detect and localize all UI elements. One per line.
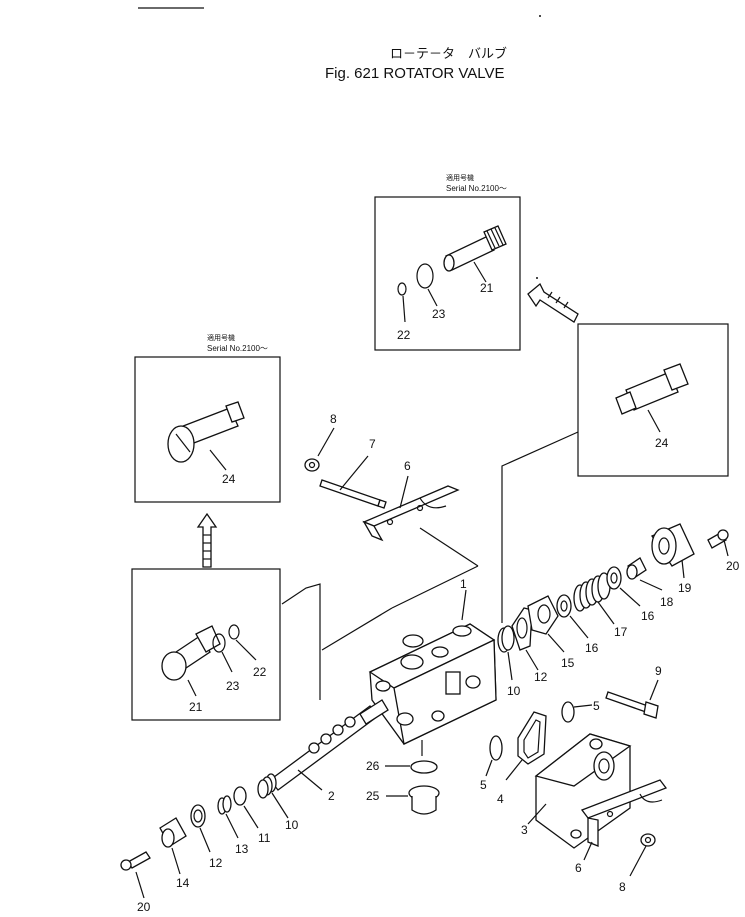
label-20-left: 20 (137, 900, 151, 912)
part-16-washer-upper (606, 566, 641, 607)
part-12-gasket-left (190, 804, 211, 853)
label-9: 9 (655, 664, 662, 678)
label-8-top: 8 (330, 412, 337, 426)
part-16-washer-lower (556, 594, 589, 639)
inset-right-frame (577, 323, 729, 477)
inset-left-upper-frame (134, 356, 281, 503)
label-21-left: 21 (189, 700, 203, 714)
part-23-oring-left (212, 633, 226, 653)
inset-left-lower: 21 23 22 (131, 568, 281, 721)
label-22-left: 22 (253, 665, 267, 679)
part-13-spring (217, 795, 239, 839)
label-1: 1 (460, 577, 467, 591)
label-14: 14 (176, 876, 190, 890)
part-10-left (257, 773, 289, 819)
label-5-right: 5 (593, 699, 600, 713)
inset-left-upper: 適用号機 Serial No.2100～ 24 (134, 333, 281, 503)
arrow-up-left (196, 512, 218, 568)
label-26: 26 (366, 759, 380, 773)
label-22: 22 (397, 328, 411, 342)
inset-right: 24 (577, 323, 729, 477)
label-11: 11 (258, 831, 271, 845)
part-6-plate-bottom (580, 779, 668, 861)
label-8-bottom: 8 (619, 880, 626, 894)
part-5-oring-right (561, 701, 575, 723)
part-1-valve-body (368, 589, 497, 745)
part-5-oring-left (489, 735, 503, 761)
label-17: 17 (614, 625, 628, 639)
label-25: 25 (366, 789, 380, 803)
label-18: 18 (660, 595, 674, 609)
label-12-right: 12 (534, 670, 548, 684)
part-22-oring-left (228, 624, 240, 640)
part-25-plug (408, 785, 440, 815)
inset-top-serial-jp: 適用号機 (446, 173, 474, 182)
part-7-bolt (319, 455, 387, 509)
label-6-top: 6 (404, 459, 411, 473)
part-23-oring (416, 263, 434, 289)
label-16-lower: 16 (585, 641, 599, 655)
part-21-cartridge-left (161, 625, 221, 697)
label-19: 19 (678, 581, 692, 595)
leader-right-inset (501, 431, 579, 623)
leader-left-inset (281, 583, 321, 700)
label-7: 7 (369, 437, 376, 451)
part-9-bolt (605, 679, 659, 719)
label-23-left: 23 (226, 679, 240, 693)
title-jp: ロ－テ－タ バルブ (390, 46, 507, 62)
label-12-left: 12 (209, 856, 223, 870)
part-8-nut-top (304, 427, 335, 472)
inset-left-serial-jp: 適用号機 (207, 333, 235, 342)
part-12-gasket-right (511, 607, 539, 671)
label-2: 2 (328, 789, 335, 803)
part-20-bolt-left (120, 851, 151, 899)
inset-top-center: 適用号機 Serial No.2100～ 21 22 23 (374, 173, 521, 351)
part-22-oring (397, 282, 407, 296)
inset-top-frame (374, 196, 521, 351)
part-18-adjuster (626, 557, 663, 591)
inset-left-lower-frame (131, 568, 281, 721)
part-24-cartridge-right (615, 363, 689, 433)
part-11-washer (233, 786, 259, 829)
label-5-left: 5 (480, 778, 487, 792)
speck (539, 15, 541, 17)
label-4: 4 (497, 792, 504, 806)
part-14-cap (159, 817, 187, 875)
label-3: 3 (521, 823, 528, 837)
label-24-left: 24 (222, 472, 236, 486)
part-26-oring (410, 760, 438, 774)
part-8-nut-bottom (629, 833, 656, 877)
label-13: 13 (235, 842, 249, 856)
label-6-bottom: 6 (575, 861, 582, 875)
part-3-cover (527, 733, 632, 849)
part-6-plate-top (362, 475, 460, 542)
part-4-gasket (505, 711, 547, 781)
label-15: 15 (561, 656, 575, 670)
part-24-cartridge-left (167, 401, 245, 471)
label-10-right: 10 (507, 684, 521, 698)
label-21: 21 (480, 281, 494, 295)
label-24-right: 24 (655, 436, 669, 450)
part-2-spool (269, 699, 389, 791)
part-17-spring (573, 572, 615, 625)
label-20-right: 20 (726, 559, 740, 573)
part-15-cap (527, 595, 565, 653)
label-23: 23 (432, 307, 446, 321)
part-20-bolt-right (707, 529, 729, 557)
part-10-right (497, 625, 515, 681)
title-en: Fig. 621 ROTATOR VALVE (325, 65, 505, 82)
part-21-cartridge (443, 225, 507, 283)
label-16-upper: 16 (641, 609, 655, 623)
inset-top-serial-en: Serial No.2100～ (446, 184, 507, 193)
arrow-upper-right (527, 277, 579, 323)
inset-left-serial-en: Serial No.2100～ (207, 344, 268, 353)
label-10-left: 10 (285, 818, 299, 832)
part-19-cap (651, 523, 695, 579)
